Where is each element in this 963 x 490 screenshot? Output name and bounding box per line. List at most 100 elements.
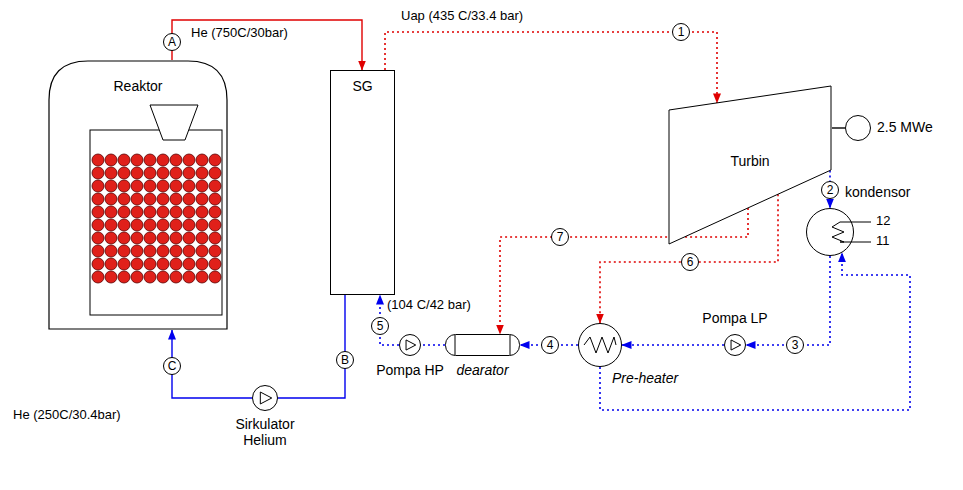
fuel-pebble [196, 193, 208, 205]
fuel-pebble [118, 245, 130, 257]
node-label: Turbin [730, 153, 769, 169]
fuel-pebble [183, 258, 195, 270]
fuel-pebble [157, 206, 169, 218]
condition-label: He (250C/30.4bar) [12, 408, 122, 423]
node-label: Reaktor [113, 78, 162, 94]
flow-connector [385, 32, 717, 103]
callout-number: 2 [821, 181, 839, 199]
fuel-pebble [105, 193, 117, 205]
circle-outline [400, 335, 421, 356]
vessel-wall [49, 61, 227, 329]
fuel-pebble [131, 180, 143, 192]
fuel-pebble [170, 258, 182, 270]
fuel-pebble [183, 154, 195, 166]
callout-number: 3 [786, 336, 804, 354]
pump-triangle [260, 392, 271, 404]
callout-number: 6 [681, 253, 699, 271]
pump-symbol: Pompa HP [399, 334, 421, 356]
fuel-pebble [209, 154, 221, 166]
fuel-pebble [92, 232, 104, 244]
fuel-pebble [196, 271, 208, 283]
pump-triangle [406, 340, 416, 350]
fuel-pebble [118, 219, 130, 231]
fuel-pebble [196, 245, 208, 257]
fuel-pebble [196, 232, 208, 244]
fuel-pebble [131, 219, 143, 231]
shape-outline [330, 70, 395, 295]
pump-symbol: Pompa LP [724, 334, 746, 356]
fuel-pebble [170, 193, 182, 205]
circle-outline [725, 335, 746, 356]
fuel-pebble [131, 232, 143, 244]
fuel-pebble [157, 167, 169, 179]
fuel-pebble [157, 180, 169, 192]
fuel-pebble [170, 232, 182, 244]
fuel-pebble [144, 271, 156, 283]
fuel-pebble [105, 258, 117, 270]
fuel-pebble [170, 206, 182, 218]
fuel-pebble [118, 180, 130, 192]
condenser-coil [832, 222, 854, 242]
fuel-pebble [144, 258, 156, 270]
condition-label: Uap (435 C/33.4 bar) [400, 9, 524, 24]
fuel-pebble [144, 180, 156, 192]
callout-number: C [163, 357, 181, 375]
fuel-pebble [144, 232, 156, 244]
fuel-pebble [196, 180, 208, 192]
flow-connector [172, 330, 252, 398]
condition-label: He (750C/30bar) [190, 26, 289, 41]
flow-connector [832, 127, 845, 128]
node-label: dearator [456, 362, 508, 378]
node-label: Sirkulator Helium [220, 416, 310, 448]
fuel-pebble [144, 167, 156, 179]
fuel-pebble [131, 206, 143, 218]
fuel-pebble [209, 245, 221, 257]
fuel-pebble [157, 245, 169, 257]
circle-outline [807, 209, 854, 256]
circulator-symbol: Sirkulator Helium [252, 385, 278, 411]
fuel-pebble [118, 232, 130, 244]
fuel-pebble [92, 206, 104, 218]
fuel-pebble [131, 271, 143, 283]
generator-circle: 2.5 MWe [845, 115, 871, 141]
leader-line [854, 222, 871, 223]
deaerator-drum: dearator [445, 334, 520, 356]
fuel-pebble [209, 193, 221, 205]
fuel-pebble [144, 206, 156, 218]
fuel-pebble [157, 154, 169, 166]
fuel-pebble [92, 154, 104, 166]
flow-connector [600, 253, 910, 410]
fuel-pebble [118, 206, 130, 218]
fuel-pebble [144, 245, 156, 257]
fuel-pebble [131, 258, 143, 270]
fuel-pebble [131, 245, 143, 257]
node-label: Pompa HP [376, 362, 444, 378]
turbine-shape: Turbin [668, 85, 832, 245]
callout-number: 7 [551, 228, 569, 246]
fuel-pebble [118, 193, 130, 205]
flow-connector [622, 344, 724, 346]
fuel-pebble [105, 271, 117, 283]
top-reflector [150, 105, 198, 140]
shape-outline [252, 385, 278, 411]
drum-seam [510, 335, 511, 355]
node-label: Pre-heater [612, 370, 678, 386]
fuel-pebble [183, 271, 195, 283]
fuel-pebble [157, 193, 169, 205]
shape-outline [48, 60, 228, 330]
condition-label: (104 C/42 bar) [386, 298, 472, 313]
shape-outline [724, 334, 746, 356]
shape-outline [806, 208, 854, 256]
condition-label: 11 [875, 234, 891, 249]
fuel-pebble [131, 193, 143, 205]
fuel-pebble [170, 154, 182, 166]
fuel-pebble [170, 219, 182, 231]
flow-connector [746, 256, 830, 345]
fuel-pebble [105, 219, 117, 231]
circle-outline [579, 324, 622, 367]
drum-outline [446, 335, 520, 356]
fuel-pebble [105, 206, 117, 218]
fuel-pebble [92, 258, 104, 270]
fuel-pebble [209, 180, 221, 192]
